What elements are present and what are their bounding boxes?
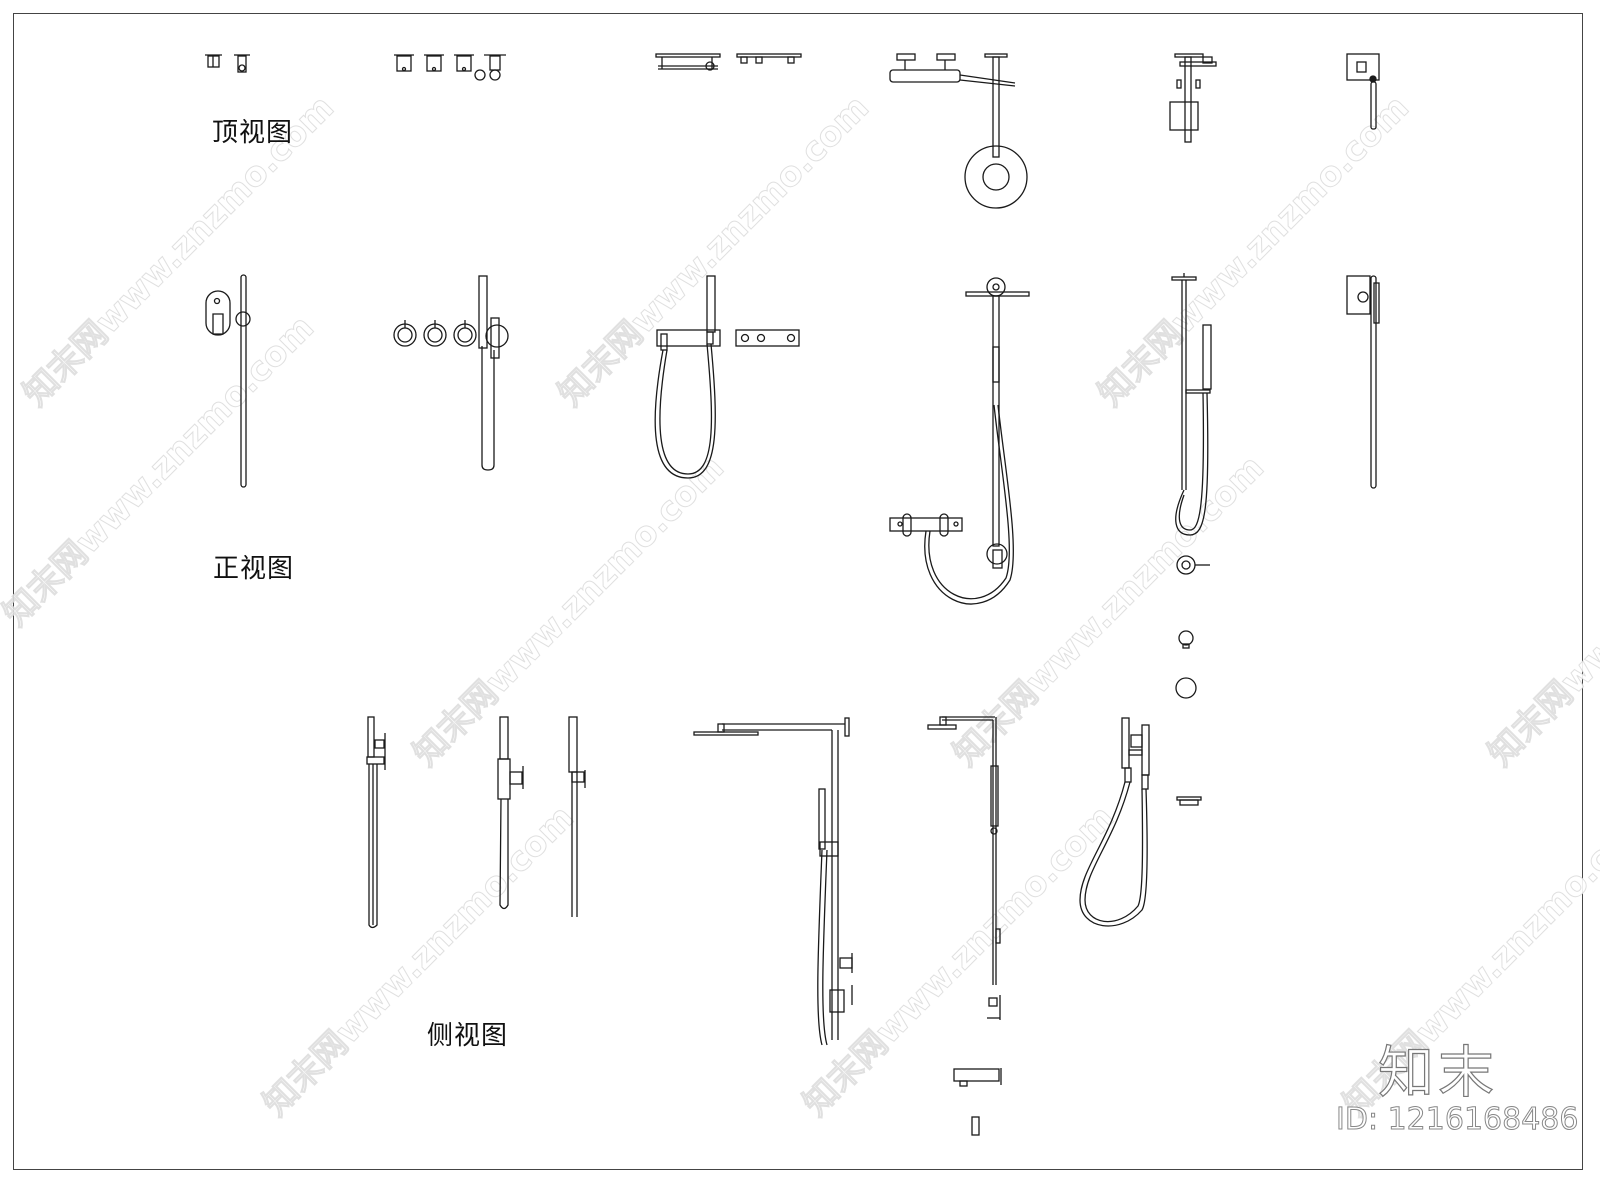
top-view-5: [1169, 53, 1217, 143]
top-view-6: [1346, 53, 1380, 130]
asset-id: ID: 1216168486: [1335, 1102, 1579, 1138]
side-view-4: [693, 717, 853, 1046]
top-view-label: 顶视图: [212, 118, 294, 148]
side-view-3: [568, 716, 586, 917]
front-view-5: [1171, 273, 1212, 806]
front-view-1: [205, 274, 251, 488]
side-view-2: [497, 716, 524, 910]
front-view-label: 正视图: [213, 554, 295, 584]
front-view-3: [654, 275, 800, 479]
side-view-5: [927, 716, 1002, 1136]
side-view-label: 侧视图: [427, 1021, 509, 1051]
top-view-3: [655, 53, 802, 71]
side-view-6: [1079, 717, 1150, 927]
drawing-frame: [13, 13, 1583, 1170]
front-view-4: [889, 277, 1030, 605]
front-view-2: [393, 275, 509, 471]
front-view-6: [1346, 275, 1380, 489]
top-view-4: [889, 53, 1028, 209]
brand-logo: 知末: [1377, 1040, 1498, 1106]
top-view-1: [205, 54, 250, 73]
side-view-1: [366, 716, 386, 929]
top-view-2: [394, 54, 506, 81]
